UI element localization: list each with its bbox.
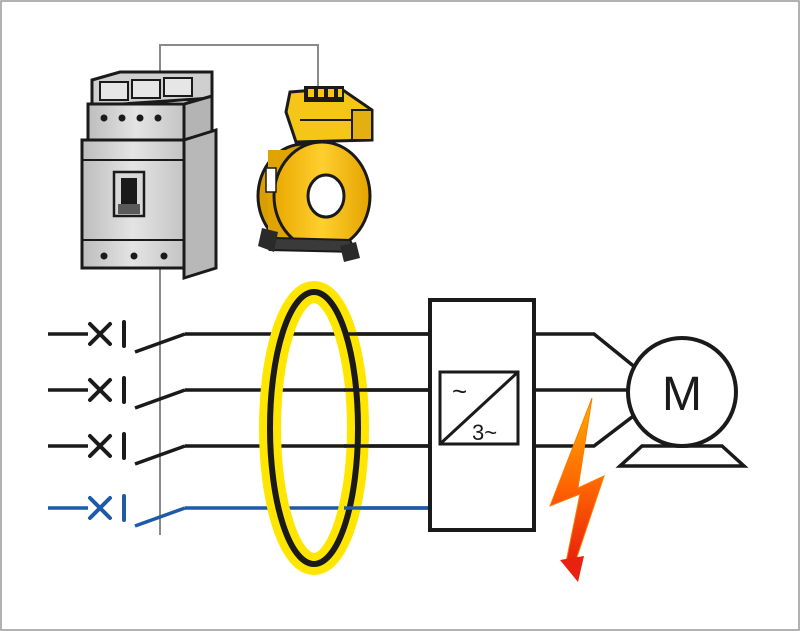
converter-input-symbol: ~ (452, 376, 467, 406)
conductor-overlay (344, 332, 430, 510)
motor-feed-lines (534, 332, 638, 448)
motor-label: M (662, 368, 702, 421)
current-transformer-icon (256, 86, 374, 262)
phase-l2-switch (134, 388, 186, 410)
circuit-breaker-icon (80, 70, 218, 281)
motor-icon: M (615, 336, 749, 468)
switch-contact-l2 (88, 376, 126, 404)
phase-l3-switch (134, 444, 186, 466)
converter-output-symbol: 3~ (472, 420, 497, 445)
switch-contact-l1 (88, 320, 126, 348)
phase-l1-switch (134, 332, 186, 354)
sensor-ring (259, 281, 369, 575)
switch-contacts (88, 320, 126, 522)
switch-contact-l3 (88, 432, 126, 460)
switch-contact-neutral (88, 494, 126, 522)
lightning-icon (549, 397, 605, 582)
frequency-converter-icon: ~ 3~ (428, 298, 536, 532)
